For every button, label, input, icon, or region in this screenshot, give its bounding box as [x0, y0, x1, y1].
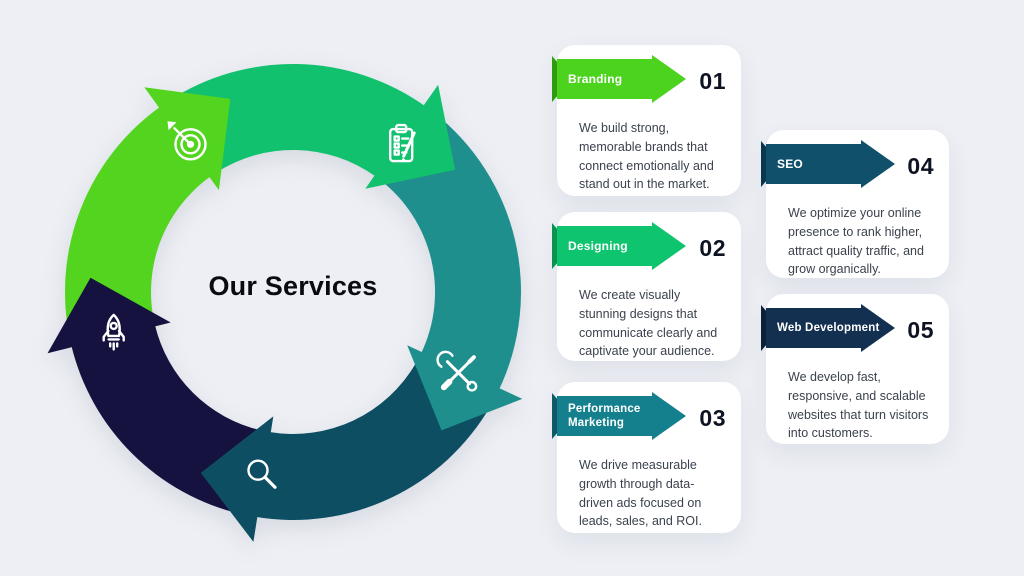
ribbon-arrow-shape	[552, 55, 686, 103]
service-card-designing: Designing 02 We create visually stunning…	[552, 212, 741, 361]
service-card-web-development: Web Development 05 We develop fast, resp…	[761, 294, 949, 444]
services-cycle-diagram	[47, 64, 523, 542]
ring-segment-seo	[255, 363, 491, 520]
ribbon-label: Performance Marketing	[568, 402, 641, 429]
ribbon-performance-marketing: Performance Marketing	[550, 392, 690, 440]
card-description: We develop fast, responsive, and scalabl…	[788, 370, 929, 441]
card-description: We optimize your online presence to rank…	[788, 206, 924, 277]
ribbon-label: SEO	[777, 156, 803, 171]
wrench-screwdriver-icon	[436, 350, 478, 392]
ribbon-label: Designing	[568, 238, 628, 253]
ring-segment-designing	[168, 64, 426, 177]
card-description: We create visually stunning designs that…	[579, 288, 718, 359]
card-number: 03	[699, 405, 726, 431]
ring-arrowhead-designing	[365, 84, 456, 189]
ribbon-body	[557, 392, 686, 440]
ribbon-branding: Branding	[550, 55, 690, 103]
ribbon-arrow-shape	[552, 392, 686, 440]
ribbon-web-development: Web Development	[759, 304, 899, 352]
service-card-branding: Branding 01 We build strong, memorable b…	[552, 45, 741, 196]
ribbon-label: Web Development	[777, 321, 880, 334]
ribbon-designing: Designing	[550, 222, 690, 270]
diagram-center-title: Our Services	[208, 271, 378, 301]
rocket-icon	[102, 313, 125, 351]
ribbon-arrow-shape	[552, 222, 686, 270]
ring-arrowhead-seo	[200, 416, 274, 542]
card-description: We drive measurable growth through data-…	[579, 458, 702, 529]
ring-arrowhead-branding	[144, 87, 231, 191]
ribbon-arrow-shape	[761, 304, 895, 352]
card-number: 01	[699, 68, 726, 94]
ribbon-arrow-shape	[761, 140, 895, 188]
card-number: 02	[699, 235, 726, 261]
service-card-performance-marketing: Performance Marketing 03 We drive measur…	[552, 382, 741, 533]
service-card-seo: SEO 04 We optimize your online presence …	[761, 130, 949, 278]
ring-segment-performance-marketing	[380, 112, 522, 391]
card-description: We build strong, memorable brands that c…	[579, 121, 714, 192]
target-dart-icon	[167, 121, 207, 161]
card-number: 04	[907, 153, 934, 179]
clipboard-checklist-icon	[389, 123, 416, 163]
ribbon-body	[766, 304, 895, 352]
magnifier-icon	[247, 459, 277, 489]
ring-arrowhead-web-development	[47, 277, 171, 354]
card-number: 05	[907, 317, 934, 343]
ribbon-body	[557, 55, 686, 103]
ribbon-body	[557, 222, 686, 270]
ring-arrowhead-performance-marketing	[407, 345, 523, 431]
ribbon-body	[766, 140, 895, 188]
ribbon-label: Branding	[568, 71, 623, 86]
ribbon-seo: SEO	[759, 140, 899, 188]
